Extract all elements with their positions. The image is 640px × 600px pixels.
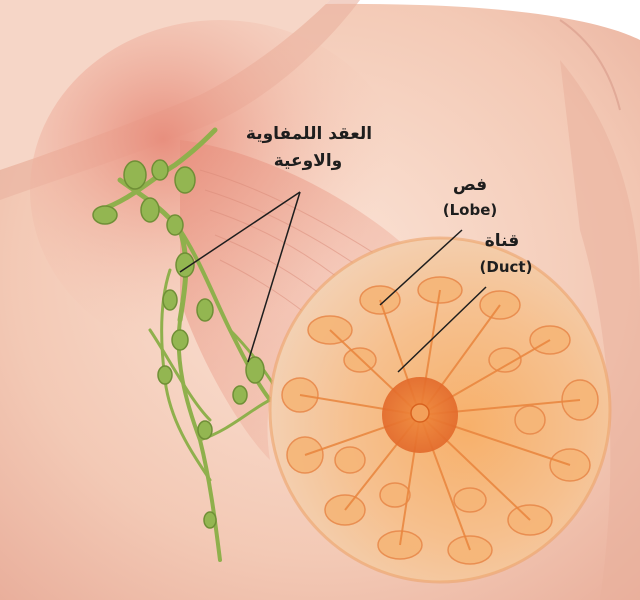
label-duct-english: (Duct) xyxy=(466,259,546,276)
label-lobe-english: (Lobe) xyxy=(430,202,510,219)
label-duct-arabic: قناة xyxy=(468,232,536,252)
label-lymph-nodes-line1: العقد اللمفاوية xyxy=(226,125,392,145)
breast xyxy=(270,238,610,582)
label-lobe-arabic: فص xyxy=(436,176,504,196)
label-lymph-nodes-line2: والاوعية xyxy=(256,152,360,172)
nipple xyxy=(411,404,429,422)
